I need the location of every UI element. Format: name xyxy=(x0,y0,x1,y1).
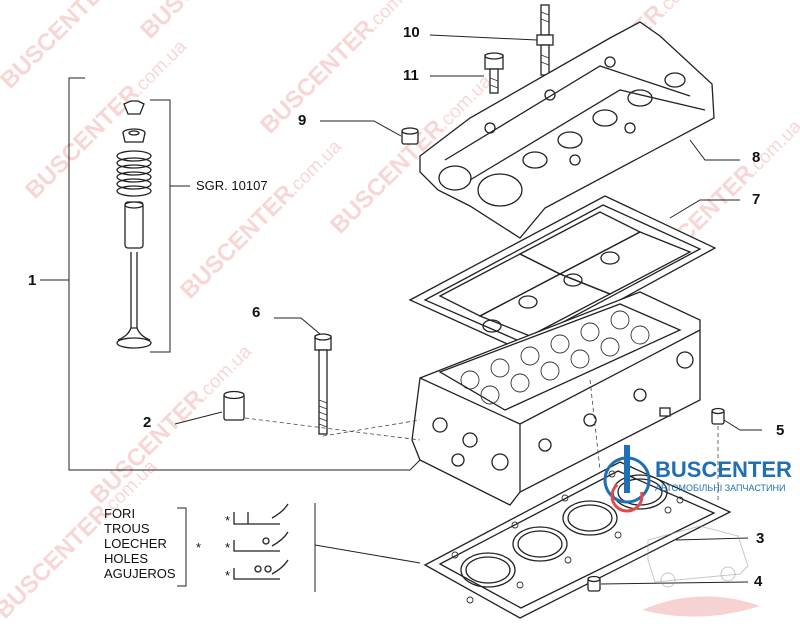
watermark-brand: BUSCENTER xyxy=(0,500,115,625)
engine-valve xyxy=(116,252,152,349)
callout-4: 4 xyxy=(754,573,763,590)
legend-word: TROUS xyxy=(104,521,150,536)
valve-assembly-bracket: 1 xyxy=(28,77,426,471)
gasket-dowel: 4 xyxy=(587,573,763,592)
callout-7: 7 xyxy=(752,191,760,208)
legend-word: HOLES xyxy=(104,551,148,566)
cylinder-head-bolt: 6 xyxy=(252,304,332,435)
callout-10: 10 xyxy=(403,24,420,41)
watermark-brand: BUSCENTER xyxy=(135,0,260,44)
callout-6: 6 xyxy=(252,304,260,321)
legend-star: * xyxy=(196,540,201,555)
head-gasket: 3 xyxy=(423,461,764,619)
watermark-domain: .com.ua xyxy=(128,36,191,99)
callout-2: 2 xyxy=(143,414,151,431)
cover-plug: 9 xyxy=(298,112,419,145)
watermark-brand: BUSCENTER xyxy=(85,385,210,510)
cover-stud: 10 xyxy=(403,4,554,76)
callout-11: 11 xyxy=(403,67,419,84)
callout-8: 8 xyxy=(752,149,760,166)
camshaft-housing: 8 xyxy=(419,21,760,239)
valve-stem-seal xyxy=(124,201,144,249)
bore-ring xyxy=(562,500,618,536)
legend-star: * xyxy=(225,513,230,528)
watermark-domain: .com.ua xyxy=(283,136,346,199)
valve-spring xyxy=(116,150,152,197)
watermark-brand: BUSCENTER xyxy=(0,0,120,94)
cover-screw: 11 xyxy=(403,52,504,94)
legend-word: AGUJEROS xyxy=(104,566,176,581)
head-dowel: 5 xyxy=(711,407,784,500)
legend-star: * xyxy=(225,540,230,555)
logo-tagline: АВТОМОБІЛЬНІ ЗАПЧАСТИНИ xyxy=(655,483,785,493)
watermark-domain: .com.ua xyxy=(743,116,800,179)
valve-collets xyxy=(123,100,145,115)
legend-row-3: * xyxy=(225,559,289,583)
callout-3: 3 xyxy=(756,530,764,547)
holes-legend: FORI TROUS LOECHER HOLES AGUJEROS * * * … xyxy=(104,503,421,592)
bore-ring xyxy=(512,526,568,562)
cover-gasket: 7 xyxy=(408,191,760,353)
callout-5: 5 xyxy=(776,422,784,439)
legend-star: * xyxy=(225,568,230,583)
group-reference: SGR. 10107 xyxy=(196,178,268,193)
dowel-sleeve: 2 xyxy=(143,390,245,431)
buscenter-logo: BUSCENTER АВТОМОБІЛЬНІ ЗАПЧАСТИНИ xyxy=(603,445,792,617)
legend-word: FORI xyxy=(104,506,135,521)
cylinder-head xyxy=(244,291,701,506)
legend-row-1: * xyxy=(225,503,289,528)
bore-ring xyxy=(460,552,516,588)
callout-1: 1 xyxy=(28,272,36,289)
legend-word: LOECHER xyxy=(104,536,167,551)
callout-9: 9 xyxy=(298,112,306,129)
legend-row-2: * * xyxy=(196,531,289,555)
valve-assembly: SGR. 10107 xyxy=(116,99,268,353)
watermark-brand: BUSCENTER xyxy=(175,180,300,305)
logo-name: BUSCENTER xyxy=(655,457,792,482)
